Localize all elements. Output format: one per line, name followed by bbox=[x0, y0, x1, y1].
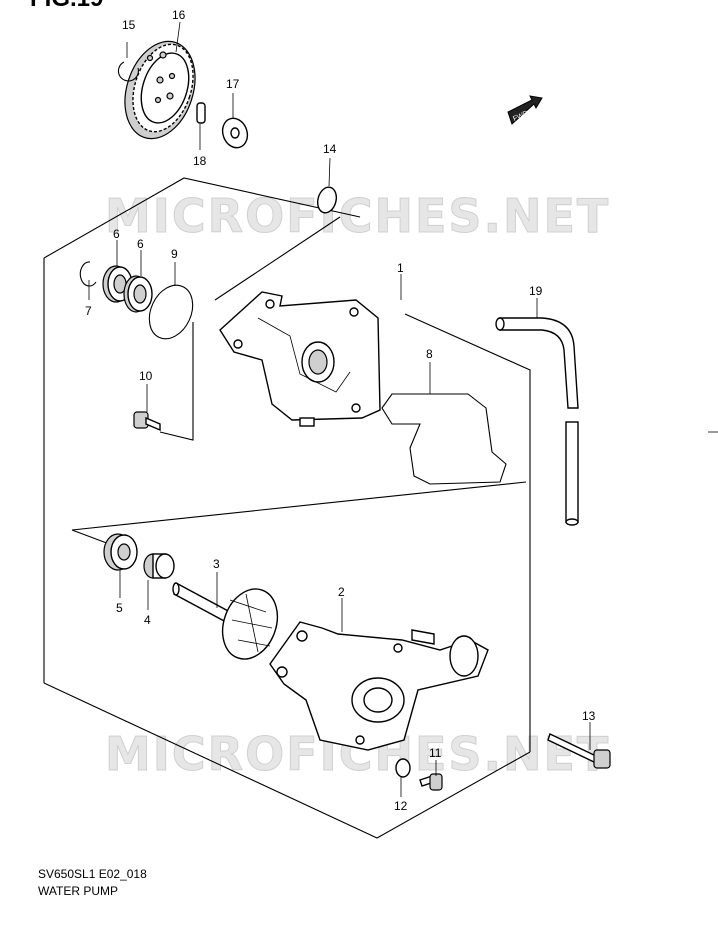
callout-7: 7 bbox=[85, 304, 92, 318]
o-ring-9 bbox=[148, 284, 194, 340]
impeller-shaft bbox=[172, 582, 279, 660]
callout-11: 11 bbox=[429, 746, 442, 760]
fwd-arrow-icon: FWD bbox=[507, 95, 543, 125]
bearing-6b bbox=[123, 275, 153, 313]
diagram-code: SV650SL1 E02_018 bbox=[38, 867, 147, 881]
leader-lines bbox=[88, 21, 591, 797]
figure-header: FIG.19 bbox=[30, 0, 103, 12]
bolt-11 bbox=[419, 773, 443, 791]
callout-6b: 6 bbox=[137, 237, 144, 251]
callout-8: 8 bbox=[426, 347, 433, 361]
callout-18: 18 bbox=[193, 154, 207, 168]
sprocket-gear bbox=[124, 40, 196, 140]
callouts: 15 16 17 18 14 6 6 9 7 1 19 8 10 3 2 5 4… bbox=[85, 8, 596, 813]
callout-15: 15 bbox=[122, 18, 136, 32]
circlip-7 bbox=[79, 261, 97, 287]
callout-3: 3 bbox=[213, 557, 220, 571]
gasket bbox=[381, 393, 507, 485]
pump-cover bbox=[269, 621, 489, 751]
dowel-pin bbox=[196, 102, 206, 124]
mechanical-seal bbox=[143, 553, 175, 579]
assembly-frame bbox=[43, 177, 531, 839]
bolt-10 bbox=[133, 411, 161, 432]
callout-5: 5 bbox=[116, 601, 123, 615]
diagram-title: WATER PUMP bbox=[38, 884, 118, 898]
bolt-13 bbox=[547, 733, 611, 769]
callout-19: 19 bbox=[529, 284, 543, 298]
callout-9: 9 bbox=[171, 247, 178, 261]
callout-12: 12 bbox=[394, 799, 408, 813]
callout-17: 17 bbox=[226, 77, 240, 91]
callout-16: 16 bbox=[172, 8, 186, 22]
o-ring-14 bbox=[316, 186, 338, 214]
diagram-caption: SV650SL1 E02_018 WATER PUMP bbox=[38, 866, 147, 900]
callout-2: 2 bbox=[338, 585, 345, 599]
oil-seal bbox=[103, 533, 138, 571]
pump-body bbox=[219, 291, 381, 427]
circlip-15 bbox=[117, 61, 139, 82]
callout-1: 1 bbox=[397, 261, 404, 275]
bearing-6a bbox=[102, 265, 133, 303]
callout-4: 4 bbox=[144, 613, 151, 627]
callout-6a: 6 bbox=[113, 227, 120, 241]
sealing-washer bbox=[395, 758, 411, 778]
hose bbox=[495, 317, 579, 526]
callout-10: 10 bbox=[139, 369, 153, 383]
callout-14: 14 bbox=[323, 142, 337, 156]
washer-hole bbox=[230, 127, 240, 139]
callout-13: 13 bbox=[582, 709, 596, 723]
